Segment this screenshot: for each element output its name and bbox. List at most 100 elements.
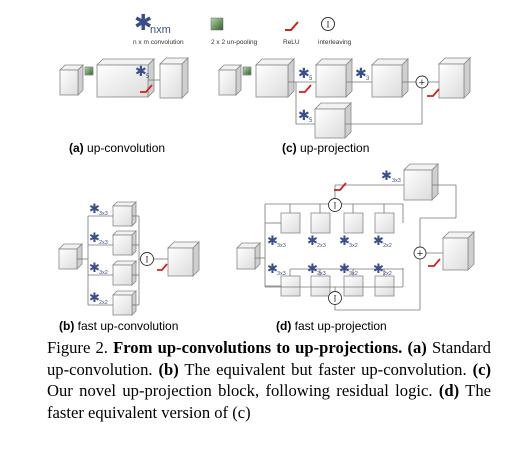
panel-b-convs: ✱ 3x3 ✱ 2x3 ✱ 3x2 ✱ 2x2 bbox=[89, 202, 108, 306]
conv-star-icon: ✱ bbox=[381, 169, 392, 184]
figure-diagram: ✱ nxm n x m convolution 2 x 2 un-pooling… bbox=[58, 11, 475, 333]
output-feature-map bbox=[442, 237, 469, 271]
conv-kernel-label: 3 bbox=[366, 76, 370, 82]
conv-star-icon: ✱ bbox=[355, 66, 367, 82]
panel-c-caption: (c) up-projection bbox=[282, 141, 369, 155]
output-feature-map bbox=[438, 63, 465, 99]
relu-icon bbox=[140, 84, 153, 93]
main-branch-map-2 bbox=[371, 64, 403, 98]
conv-star-icon: ✱ bbox=[89, 231, 100, 246]
conv-kernel-label: 2x2 bbox=[383, 243, 392, 249]
conv-kernel-label: 3x3 bbox=[392, 178, 401, 184]
conv-star-icon: ✱ bbox=[307, 234, 318, 249]
conv-kernel-label: 3x2 bbox=[99, 270, 108, 276]
unpool-op bbox=[242, 66, 252, 76]
caption-b-label: (b) bbox=[158, 359, 179, 379]
plus-icon: + bbox=[417, 248, 423, 260]
caption-c-text: Our novel up-projection block, following… bbox=[47, 381, 433, 401]
conv-star-icon: ✱ bbox=[373, 234, 384, 249]
caption-c-label: (c) bbox=[472, 359, 491, 379]
conv-star-icon: ✱ bbox=[373, 262, 384, 277]
conv-kernel-label: 2x3 bbox=[317, 271, 326, 277]
interleave-icon-letter: I bbox=[327, 20, 330, 30]
sum-node bbox=[413, 246, 427, 260]
relu-icon bbox=[285, 21, 299, 31]
interleave-icon bbox=[321, 17, 335, 31]
output-feature-map bbox=[167, 247, 194, 277]
legend-relu-label: ReLU bbox=[283, 39, 300, 46]
figure-caption: Figure 2. From up-convolutions to up-pro… bbox=[47, 337, 491, 423]
projection-branch-map bbox=[314, 108, 346, 139]
relu-icon bbox=[334, 182, 347, 191]
relu-icon bbox=[428, 258, 441, 267]
unpool-icon bbox=[210, 17, 224, 31]
conv-star-icon: ✱ bbox=[89, 261, 100, 276]
relu-icon bbox=[299, 84, 312, 93]
panel-d-connectors bbox=[255, 184, 457, 311]
panel-c-connectors bbox=[288, 81, 439, 125]
interleave-icon: I bbox=[334, 294, 337, 304]
legend: ✱ nxm n x m convolution 2 x 2 un-pooling… bbox=[133, 11, 352, 46]
conv-kernel-label: 5 bbox=[309, 118, 313, 124]
plus-icon: + bbox=[419, 77, 425, 89]
conv-star-icon: ✱ bbox=[89, 291, 100, 306]
relu-icon bbox=[157, 263, 168, 271]
interleave-node-bottom bbox=[328, 291, 342, 305]
panel-d-convs: ✱ 3x3 ✱ 3x3 ✱ 2x3 ✱ 3x2 ✱ 2x2 ✱ 3x3 ✱ 2x… bbox=[267, 169, 401, 277]
main-branch-map bbox=[403, 169, 433, 201]
conv-star-icon: ✱ bbox=[135, 64, 147, 80]
conv-star-icon: ✱ bbox=[267, 262, 278, 277]
caption-figure-label: Figure 2. bbox=[47, 338, 108, 357]
conv-kernel-label: 3x2 bbox=[349, 271, 358, 277]
caption-d-label: (d) bbox=[438, 381, 460, 401]
unpooled-feature-map bbox=[96, 64, 149, 98]
conv-kernel-label: 2x2 bbox=[99, 300, 108, 306]
conv-star-icon: ✱ bbox=[339, 234, 350, 249]
conv-kernel-label: 2x3 bbox=[99, 240, 108, 246]
interleave-icon: I bbox=[334, 201, 337, 211]
panel-b-connectors bbox=[77, 215, 168, 306]
relu-icon bbox=[427, 88, 440, 97]
panel-b bbox=[58, 201, 200, 316]
panel-b-caption: (b) fast up-convolution bbox=[59, 319, 178, 333]
conv-star-icon: ✱ bbox=[339, 262, 350, 277]
sum-node bbox=[415, 75, 429, 89]
panel-c bbox=[218, 57, 471, 139]
caption-a-label: (a) bbox=[407, 338, 427, 357]
input-feature-map bbox=[236, 247, 256, 270]
legend-interleave-label: interleaving bbox=[318, 39, 352, 46]
panel-d bbox=[236, 163, 475, 297]
input-feature-map bbox=[218, 69, 237, 96]
conv-star-icon: ✱ bbox=[307, 262, 318, 277]
conv-kernel-label: 3x2 bbox=[349, 243, 358, 249]
conv-star-icon: ✱ bbox=[267, 234, 278, 249]
input-feature-map bbox=[59, 69, 79, 96]
panel-d-caption: (d) fast up-projection bbox=[276, 319, 387, 333]
main-branch-map bbox=[315, 64, 347, 98]
interleave-icon: I bbox=[146, 255, 149, 265]
legend-unpool-label: 2 x 2 un-pooling bbox=[211, 39, 258, 46]
conv-kernel-label: 3x3 bbox=[99, 211, 108, 217]
input-feature-map bbox=[58, 248, 78, 270]
lower-branch-maps bbox=[280, 275, 395, 297]
legend-conv-label: n x m convolution bbox=[133, 39, 184, 46]
conv-star-icon: ✱ bbox=[298, 66, 310, 82]
conv-star-icon: ✱ bbox=[298, 108, 310, 124]
output-feature-map bbox=[159, 63, 183, 99]
conv-kernel-label: 2x3 bbox=[317, 243, 326, 249]
unpooled-feature-map bbox=[255, 64, 289, 98]
unpool-op bbox=[84, 66, 94, 76]
caption-a-text: Standard up-convolution. bbox=[47, 338, 491, 379]
conv-kernel-label: 3x3 bbox=[277, 271, 286, 277]
legend-conv-symbol: nxm bbox=[150, 24, 171, 36]
upper-branch-maps bbox=[280, 212, 395, 234]
interleave-node bbox=[140, 252, 154, 266]
conv-kernel-label: 2x2 bbox=[383, 271, 392, 277]
caption-title: From up-convolutions to up-projections. bbox=[113, 338, 403, 357]
conv-star-icon: ✱ bbox=[89, 202, 100, 217]
panel-a-caption: (a) up-convolution bbox=[69, 141, 165, 155]
conv-kernel-label: 5 bbox=[309, 76, 313, 82]
conv-kernel-label: 3x3 bbox=[277, 243, 286, 249]
caption-b-text: The equivalent but faster up-convolution… bbox=[184, 359, 467, 379]
caption-d-text: The faster equivalent version of (c) bbox=[47, 381, 491, 422]
